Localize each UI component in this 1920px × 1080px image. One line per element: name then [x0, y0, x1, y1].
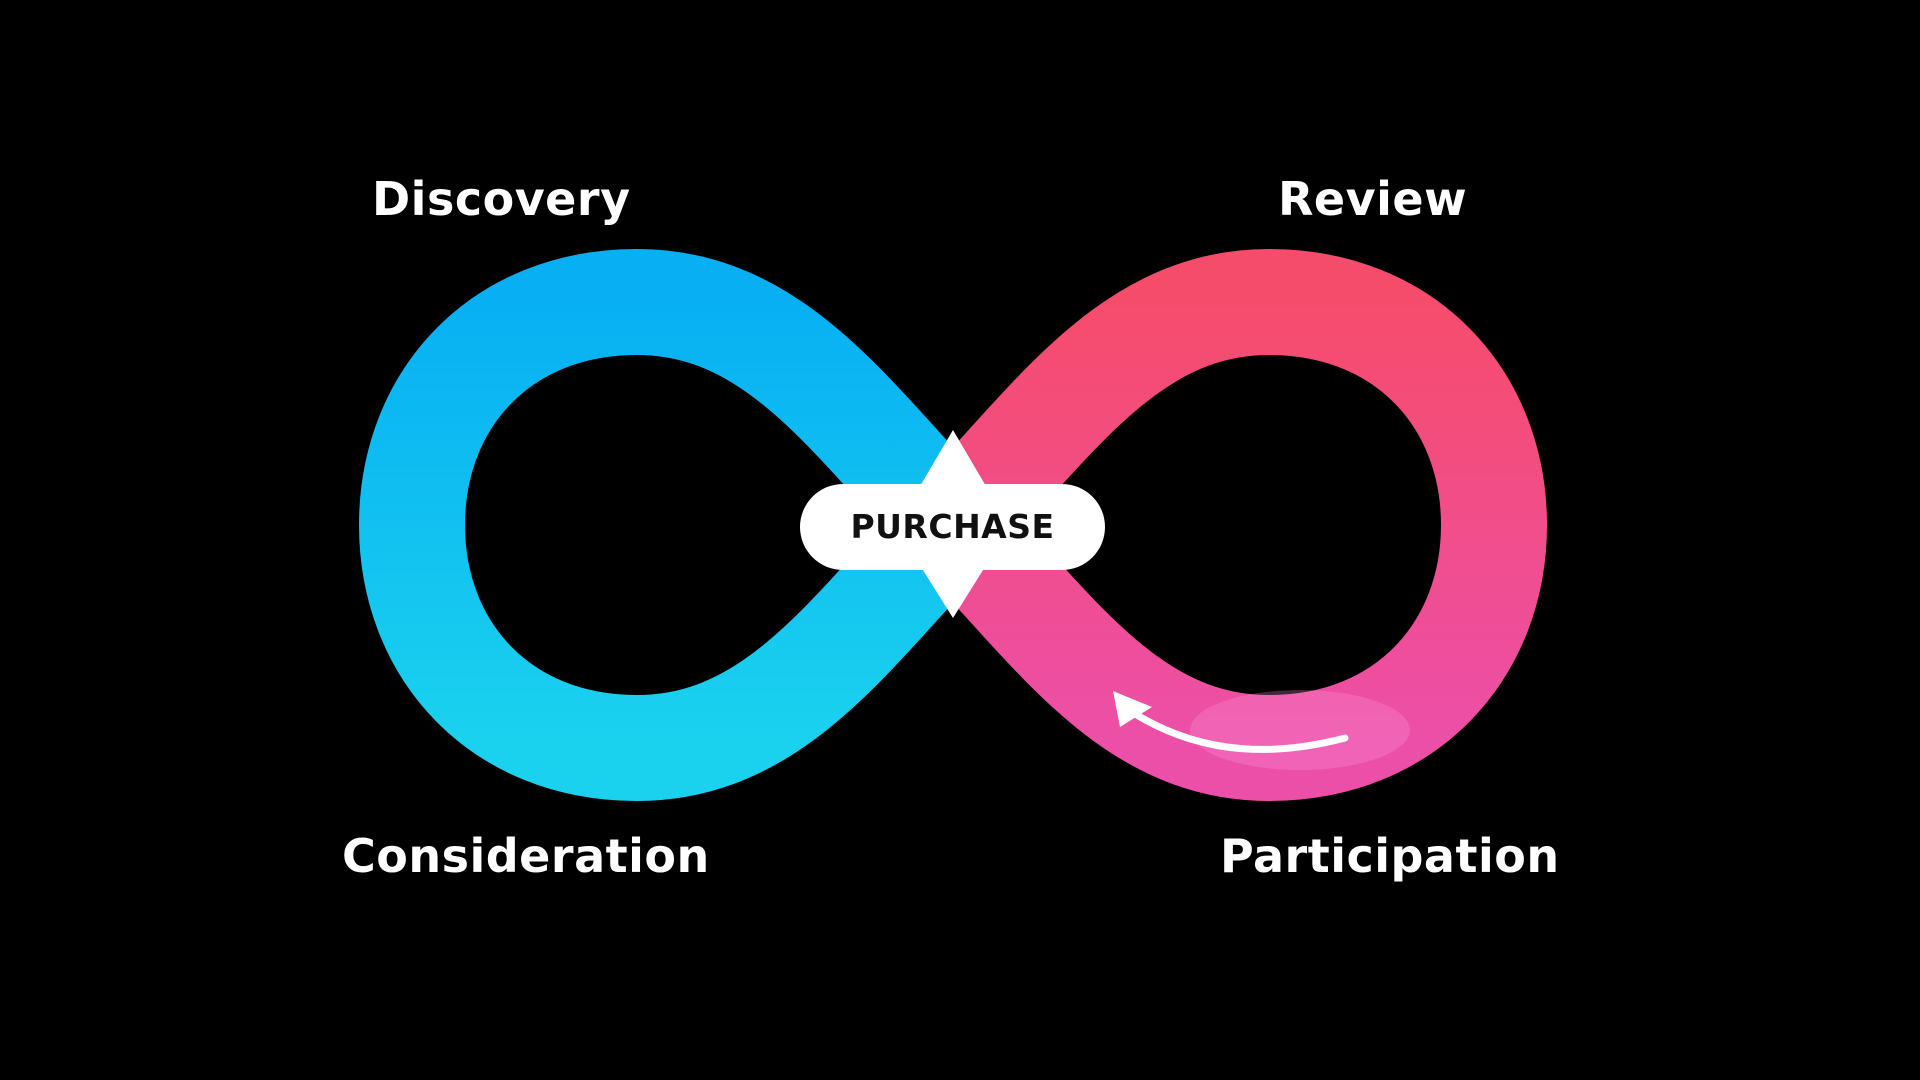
purchase-badge: PURCHASE	[800, 484, 1105, 570]
loop-highlight	[1190, 690, 1410, 770]
stage-label-participation: Participation	[1220, 829, 1560, 883]
purchase-badge-shape	[800, 430, 1105, 618]
stage-label-discovery: Discovery	[372, 172, 631, 226]
left-loop	[359, 249, 953, 801]
stage-label-consideration: Consideration	[342, 829, 710, 883]
purchase-label: PURCHASE	[850, 507, 1055, 546]
stage-label-review: Review	[1278, 172, 1468, 226]
right-loop	[953, 249, 1547, 801]
curved-arrow-left-icon	[1113, 691, 1349, 753]
